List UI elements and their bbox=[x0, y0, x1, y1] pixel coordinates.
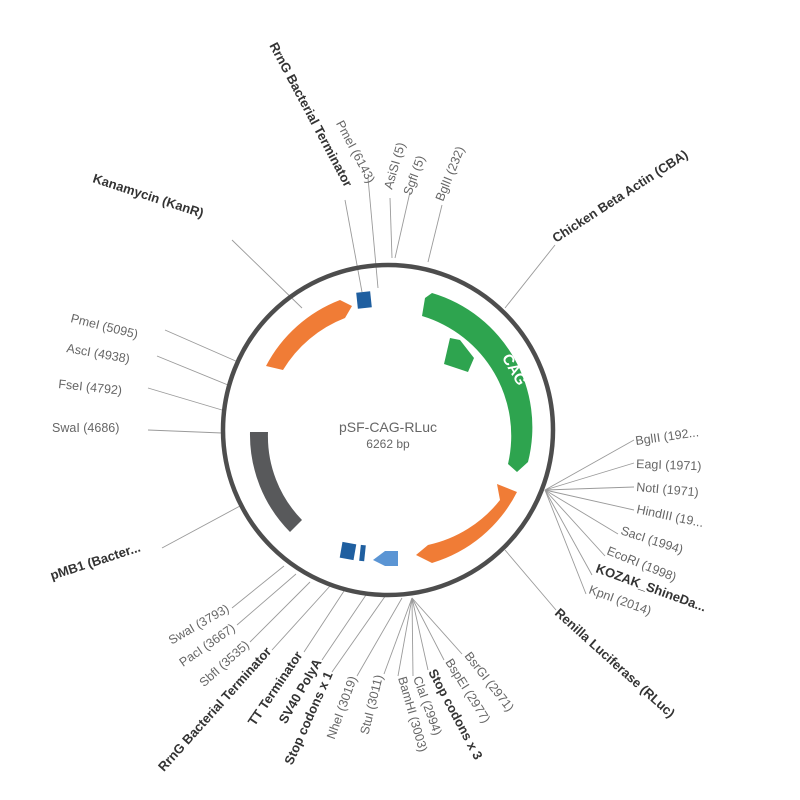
label-pmei-5095[interactable]: PmeI (5095) bbox=[69, 311, 139, 341]
label-bglii-192[interactable]: BglII (192... bbox=[634, 425, 699, 448]
plasmid-name: pSF-CAG-RLuc bbox=[339, 419, 437, 435]
label-bglii-232[interactable]: BglII (232) bbox=[433, 144, 468, 203]
label-cba[interactable]: Chicken Beta Actin (CBA) bbox=[549, 147, 690, 246]
label-eagi-1971[interactable]: EagI (1971) bbox=[636, 457, 702, 473]
label-asci-4938[interactable]: AscI (4938) bbox=[65, 341, 130, 366]
rrng-bottom-feature[interactable] bbox=[339, 541, 357, 561]
cba-feature[interactable] bbox=[444, 338, 474, 372]
label-pmb1[interactable]: pMB1 (Bacter... bbox=[48, 540, 142, 583]
rluc-feature[interactable] bbox=[416, 484, 517, 563]
label-fsei-4792[interactable]: FseI (4792) bbox=[58, 377, 123, 398]
cag-feature[interactable] bbox=[422, 293, 533, 472]
tt-feature[interactable] bbox=[359, 544, 366, 562]
label-swai-4686[interactable]: SwaI (4686) bbox=[52, 421, 119, 435]
plasmid-size: 6262 bp bbox=[366, 437, 410, 451]
pmb1-feature[interactable] bbox=[249, 432, 302, 532]
label-rluc[interactable]: Renilla Luciferase (RLuc) bbox=[552, 605, 678, 721]
rrng-top-feature[interactable] bbox=[356, 291, 372, 309]
label-rrng-top[interactable]: RrnG Bacterial Terminator bbox=[266, 40, 355, 190]
label-stui-3011[interactable]: StuI (3011) bbox=[358, 673, 386, 735]
label-sgfi-5[interactable]: SgfI (5) bbox=[401, 154, 428, 197]
sv40-feature[interactable] bbox=[373, 551, 398, 566]
label-kanr[interactable]: Kanamycin (KanR) bbox=[91, 171, 206, 221]
label-hindiii[interactable]: HindIII (19... bbox=[635, 502, 705, 530]
label-noti-1971[interactable]: NotI (1971) bbox=[636, 480, 700, 499]
leader-lines bbox=[147, 177, 635, 677]
features bbox=[249, 291, 533, 566]
kanr-feature[interactable] bbox=[266, 300, 352, 370]
backbone-circle bbox=[220, 262, 556, 598]
